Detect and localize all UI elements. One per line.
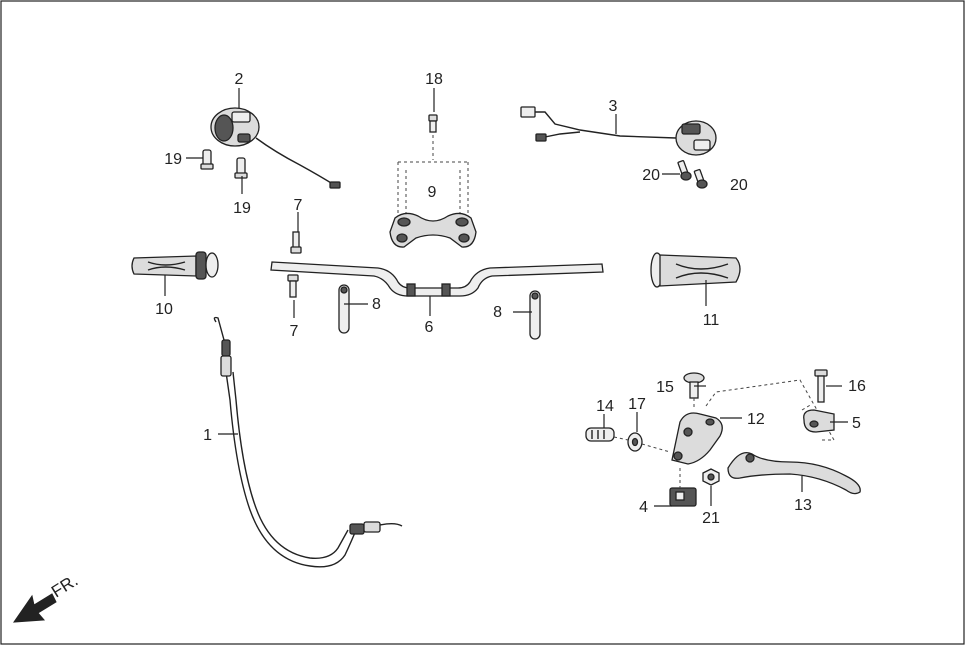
callout-19-a: 19 [164,151,182,168]
callout-1: 1 [203,427,212,444]
callout-20-b: 20 [730,177,748,194]
callout-19-b: 19 [233,200,251,217]
dashed-line-14-17 [613,436,671,453]
callout-13: 13 [794,497,812,514]
handlebar-riser-8-left [338,284,350,334]
callout-16: 16 [848,378,866,395]
callout-8-left: 8 [372,296,381,313]
callout-labels: 1 2 3 4 5 6 7 7 8 8 9 10 11 12 13 14 15 … [155,71,866,527]
callout-10: 10 [155,301,173,318]
washer-17 [627,432,643,452]
callout-17: 17 [628,396,646,413]
callout-5: 5 [852,415,861,432]
handlebar-riser-8-right [529,290,541,340]
callout-12: 12 [747,411,765,428]
switch-screw-19-b [234,157,248,179]
callout-14: 14 [596,398,614,415]
callout-3: 3 [609,98,618,115]
callout-7-lower: 7 [290,323,299,340]
callout-7-upper: 7 [294,197,303,214]
clutch-cable [213,316,403,568]
callout-2: 2 [235,71,244,88]
right-grip [650,252,741,288]
right-handlebar-switch [520,106,717,156]
front-direction-indicator: FR. [12,571,81,623]
switch-screw-20-b [693,168,708,189]
dashed-line-16-5 [801,403,813,411]
nut-21 [702,468,720,486]
lever-clamp-5 [803,409,835,433]
dashed-assembly-lines-9 [397,135,469,230]
arrow-down-left-icon [12,593,57,623]
callout-4: 4 [639,499,648,516]
left-grip [131,251,219,280]
callout-20-a: 20 [642,167,660,184]
callout-18: 18 [425,71,443,88]
clamp-bolt-16 [814,369,828,403]
callout-15: 15 [656,379,674,396]
callout-9: 9 [428,184,437,201]
handlebar-tube [270,261,604,297]
dashed-line-12-5 [693,379,835,441]
switch-screw-19-a [200,149,214,170]
leader-lines [164,88,848,507]
handlebar-upper-clamp [389,212,477,248]
callout-6: 6 [425,319,434,336]
clutch-lever-13 [727,451,861,495]
switch-4 [669,468,697,507]
handlebar-bolt-7-upper [290,231,302,254]
pivot-bolt-15 [683,372,705,399]
callout-11: 11 [703,312,720,329]
clamp-bolt-18 [428,114,438,133]
switch-screw-20-a [677,160,692,181]
adjuster-14 [585,427,615,442]
handlebar-bolt-7-lower [287,274,299,298]
left-handlebar-switch [210,107,341,189]
lever-bracket-12 [671,412,723,465]
callout-21: 21 [702,510,720,527]
callout-8-right: 8 [493,304,502,321]
